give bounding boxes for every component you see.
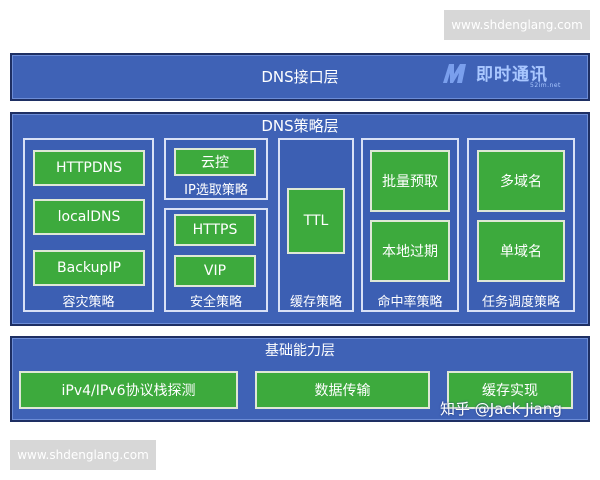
dns-strategy-layer-title: DNS策略层	[261, 117, 339, 135]
author-credit: 知乎 @Jack Jiang	[440, 400, 562, 418]
m-logo-icon	[440, 59, 476, 87]
localdns-box: localDNS	[33, 199, 145, 235]
logo-subtext: 52im.net	[530, 82, 561, 89]
base-capability-layer-title: 基础能力层	[265, 343, 335, 359]
httpdns-box: HTTPDNS	[33, 150, 145, 186]
dns-interface-layer	[10, 53, 590, 101]
vip-box: VIP	[174, 255, 256, 287]
batch-prefetch-box: 批量预取	[370, 150, 450, 212]
backupip-box: BackupIP	[33, 250, 145, 286]
logo-text: 即时通讯	[476, 65, 548, 85]
hit-rate-label: 命中率策略	[377, 295, 443, 310]
ip-stack-detection-box: iPv4/IPv6协议栈探测	[19, 371, 238, 409]
single-domain-box: 单域名	[477, 220, 565, 282]
https-box: HTTPS	[174, 214, 256, 246]
watermark-bottom: www.shdenglang.com	[10, 440, 156, 470]
dns-interface-layer-title: DNS接口层	[261, 68, 339, 86]
task-scheduling-label: 任务调度策略	[481, 295, 560, 310]
cloud-control-box: 云控	[174, 148, 256, 176]
ttl-box: TTL	[287, 188, 345, 254]
multi-domain-box: 多域名	[477, 150, 565, 212]
cache-implementation-box: 缓存实现	[447, 371, 573, 409]
ip-selection-label: IP选取策略	[184, 183, 248, 198]
local-expiry-box: 本地过期	[370, 220, 450, 282]
disaster-recovery-label: 容灾策略	[62, 295, 115, 310]
watermark-top: www.shdenglang.com	[444, 10, 590, 40]
cache-label: 缓存策略	[289, 295, 342, 310]
data-transfer-box: 数据传输	[255, 371, 430, 409]
security-label: 安全策略	[189, 295, 242, 310]
